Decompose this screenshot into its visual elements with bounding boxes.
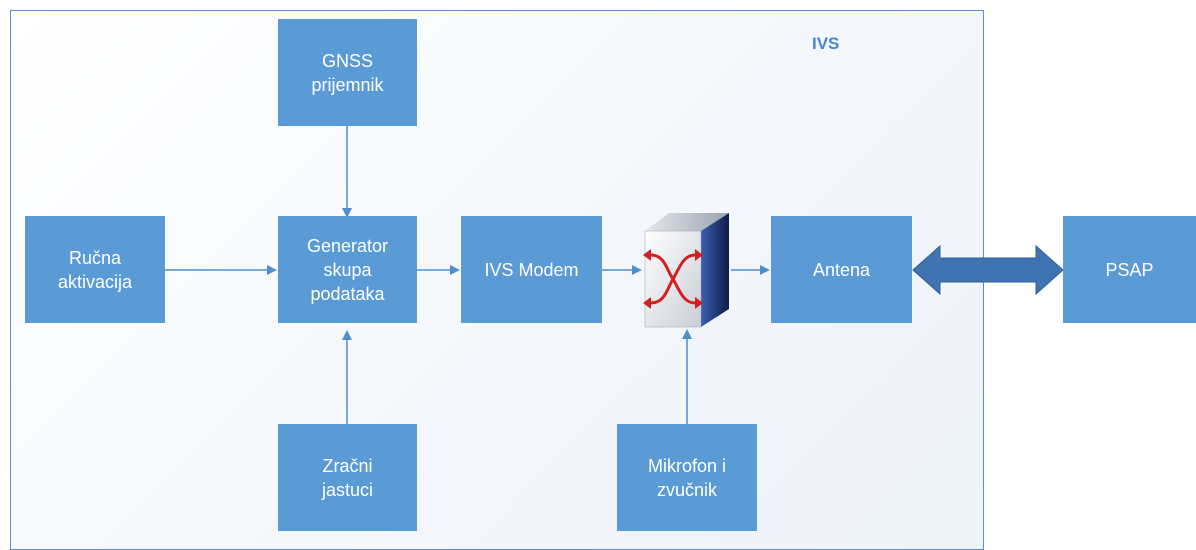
data-set-generator-block: Generator skupa podataka bbox=[278, 216, 417, 323]
antenna-block: Antena bbox=[771, 216, 912, 323]
airbags-block: Zračni jastuci bbox=[278, 424, 417, 531]
block-diagram: IVS GNSS prijemnik Ručna aktivacija Gene… bbox=[10, 10, 1196, 550]
connector-layer bbox=[165, 126, 1064, 424]
ivs-modem-block: IVS Modem bbox=[461, 216, 602, 323]
ivs-container-label: IVS bbox=[812, 34, 840, 53]
gnss-receiver-block: GNSS prijemnik bbox=[278, 19, 417, 126]
manual-activation-block: Ručna aktivacija bbox=[25, 216, 165, 323]
double-arrow-antenna-psap bbox=[912, 244, 1064, 296]
psap-block: PSAP bbox=[1063, 216, 1196, 323]
microphone-speaker-block: Mikrofon i zvučnik bbox=[617, 424, 757, 531]
network-switch-icon bbox=[643, 213, 729, 328]
